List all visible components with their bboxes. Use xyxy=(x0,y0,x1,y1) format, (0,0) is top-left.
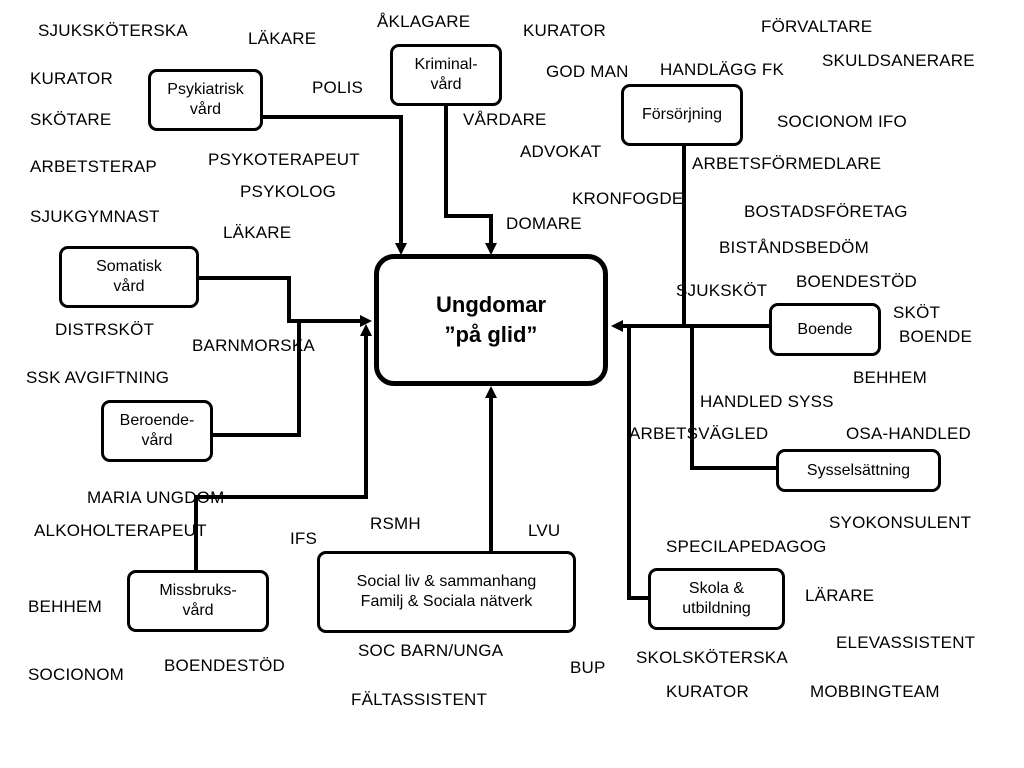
label-role: KRONFOGDE xyxy=(572,189,684,208)
connector-social xyxy=(489,397,493,552)
label-role: SJUKSKÖT xyxy=(676,281,768,300)
label-role: BOENDESTÖD xyxy=(164,656,286,675)
label-role: DOMARE xyxy=(506,214,582,233)
label-role: MARIA UNGDOM xyxy=(87,488,225,507)
label-role: LÄKARE xyxy=(248,29,317,48)
label-role: KURATOR xyxy=(523,21,606,40)
label-role: SOCIONOM xyxy=(28,665,125,684)
label-role: BEHHEM xyxy=(853,368,927,387)
label-role: VÅRDARE xyxy=(463,110,547,129)
label-role: ADVOKAT xyxy=(520,142,602,161)
arrow-kriminal xyxy=(485,243,497,255)
connector-somatisk xyxy=(198,276,290,280)
label-role: ALKOHOLTERAPEUT xyxy=(34,521,207,540)
label-role: BOENDESTÖD xyxy=(796,272,918,291)
node-beroende-vard: Beroende- vård xyxy=(101,400,213,462)
label-role: HANDLÄGG FK xyxy=(660,60,785,79)
label-role: BUP xyxy=(570,658,606,677)
label-role: SKÖTARE xyxy=(30,110,112,129)
node-forsorjning: Försörjning xyxy=(621,84,743,146)
arrow-missbruk xyxy=(360,324,372,336)
label-role: BISTÅNDSBEDÖM xyxy=(719,238,869,257)
connector-kriminal xyxy=(444,214,492,218)
connector-somatisk xyxy=(287,319,362,323)
connector-kriminal xyxy=(489,214,493,246)
connector-beroende xyxy=(210,433,300,437)
label-role: BARNMORSKA xyxy=(192,336,315,355)
label-role: KURATOR xyxy=(30,69,113,88)
label-role: SKÖT xyxy=(893,303,941,322)
label-role: SKULDSANERARE xyxy=(822,51,975,70)
connector-kriminal xyxy=(444,105,448,217)
label-role: OSA-HANDLED xyxy=(846,424,972,443)
center-node: Ungdomar ”på glid” xyxy=(374,254,608,386)
label-role: BEHHEM xyxy=(28,597,102,616)
arrow-social xyxy=(485,386,497,398)
label-role: ARBETSFÖRMEDLARE xyxy=(692,154,882,173)
label-role: SOCIONOM IFO xyxy=(777,112,907,131)
connector-forsorjning xyxy=(682,135,686,327)
label-role: PSYKOLOG xyxy=(240,182,337,201)
node-social-liv: Social liv & sammanhang Familj & Sociala… xyxy=(317,551,576,633)
node-missbruks-vard: Missbruks- vård xyxy=(127,570,269,632)
arrow-psykiatrisk xyxy=(395,243,407,255)
node-psykiatrisk-vard: Psykiatrisk vård xyxy=(148,69,263,131)
label-role: LÄRARE xyxy=(805,586,875,605)
node-boende: Boende xyxy=(769,303,881,356)
label-role: KURATOR xyxy=(666,682,749,701)
connector-missbruk xyxy=(194,495,367,499)
label-role: ÅKLAGARE xyxy=(377,12,471,31)
label-role: POLIS xyxy=(312,78,364,97)
node-somatisk-vard: Somatisk vård xyxy=(59,246,199,308)
connector-missbruk xyxy=(364,335,368,499)
connector-missbruk xyxy=(194,495,198,571)
connector-sysselsattning xyxy=(690,466,778,470)
node-sysselsattning: Sysselsättning xyxy=(776,449,941,492)
label-role: MOBBINGTEAM xyxy=(810,682,940,701)
label-role: SJUKGYMNAST xyxy=(30,207,160,226)
connector-skola xyxy=(627,596,649,600)
label-role: IFS xyxy=(290,529,318,548)
label-role: GOD MAN xyxy=(546,62,629,81)
label-role: ARBETSTERAP xyxy=(30,157,157,176)
label-role: PSYKOTERAPEUT xyxy=(208,150,360,169)
arrow-right-group xyxy=(611,320,623,332)
connector-sysselsattning xyxy=(690,324,694,470)
label-role: FÖRVALTARE xyxy=(761,17,873,36)
node-kriminal-vard: Kriminal- vård xyxy=(390,44,502,106)
label-role: BOENDE xyxy=(899,327,972,346)
label-role: DISTRSKÖT xyxy=(55,320,155,339)
label-role: SJUKSKÖTERSKA xyxy=(38,21,188,40)
label-role: BOSTADSFÖRETAG xyxy=(744,202,908,221)
node-skola-utbildning: Skola & utbildning xyxy=(648,568,785,630)
label-role: LVU xyxy=(528,521,561,540)
connector-psykiatrisk xyxy=(399,115,403,245)
connector-skola xyxy=(627,324,631,600)
label-role: HANDLED SYSS xyxy=(700,392,834,411)
connector-beroende xyxy=(297,319,301,437)
label-role: ARBETSVÄGLED xyxy=(629,424,769,443)
label-role: ELEVASSISTENT xyxy=(836,633,976,652)
label-role: SYOKONSULENT xyxy=(829,513,972,532)
label-role: SOC BARN/UNGA xyxy=(358,641,504,660)
connector-psykiatrisk xyxy=(262,115,402,119)
label-role: SKOLSKÖTERSKA xyxy=(636,648,788,667)
connector-somatisk xyxy=(287,276,291,323)
label-role: FÄLTASSISTENT xyxy=(351,690,488,709)
label-role: SSK AVGIFTNING xyxy=(26,368,170,387)
connector-boende xyxy=(622,324,770,328)
label-role: SPECILAPEDAGOG xyxy=(666,537,827,556)
label-role: LÄKARE xyxy=(223,223,292,242)
label-role: RSMH xyxy=(370,514,421,533)
